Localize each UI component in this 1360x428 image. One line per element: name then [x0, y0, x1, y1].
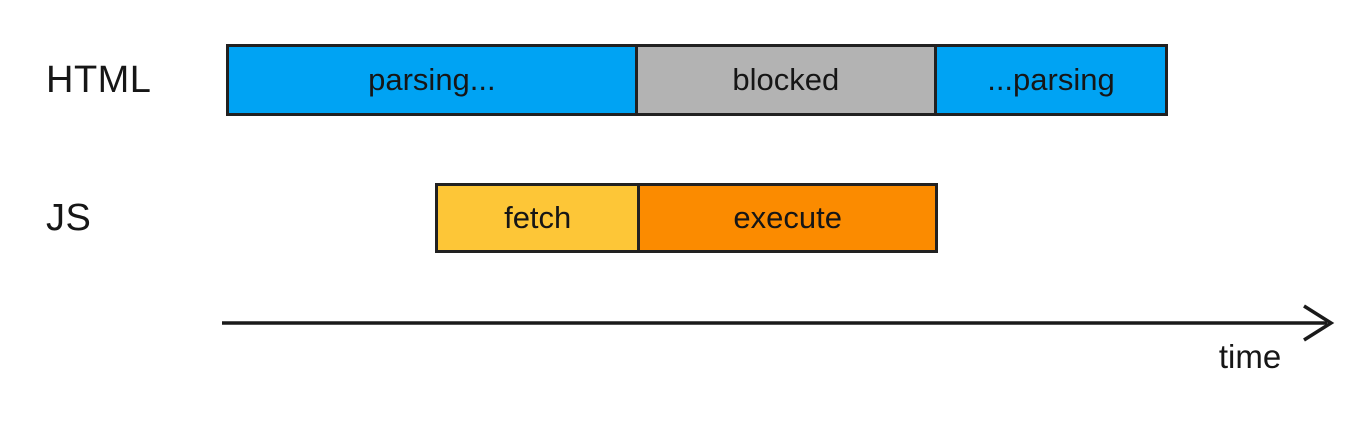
segment-parsing-resume: ...parsing — [933, 47, 1165, 113]
segment-parsing-start: parsing... — [229, 47, 635, 113]
row-label-js: JS — [46, 196, 92, 239]
html-parsing-bar: parsing... blocked ...parsing — [226, 44, 1168, 116]
time-axis-label: time — [1218, 338, 1282, 375]
js-activity-bar: fetch execute — [435, 183, 938, 253]
segment-fetch: fetch — [438, 186, 638, 250]
segment-blocked: blocked — [634, 47, 934, 113]
segment-execute: execute — [637, 186, 935, 250]
row-label-html: HTML — [46, 58, 152, 101]
